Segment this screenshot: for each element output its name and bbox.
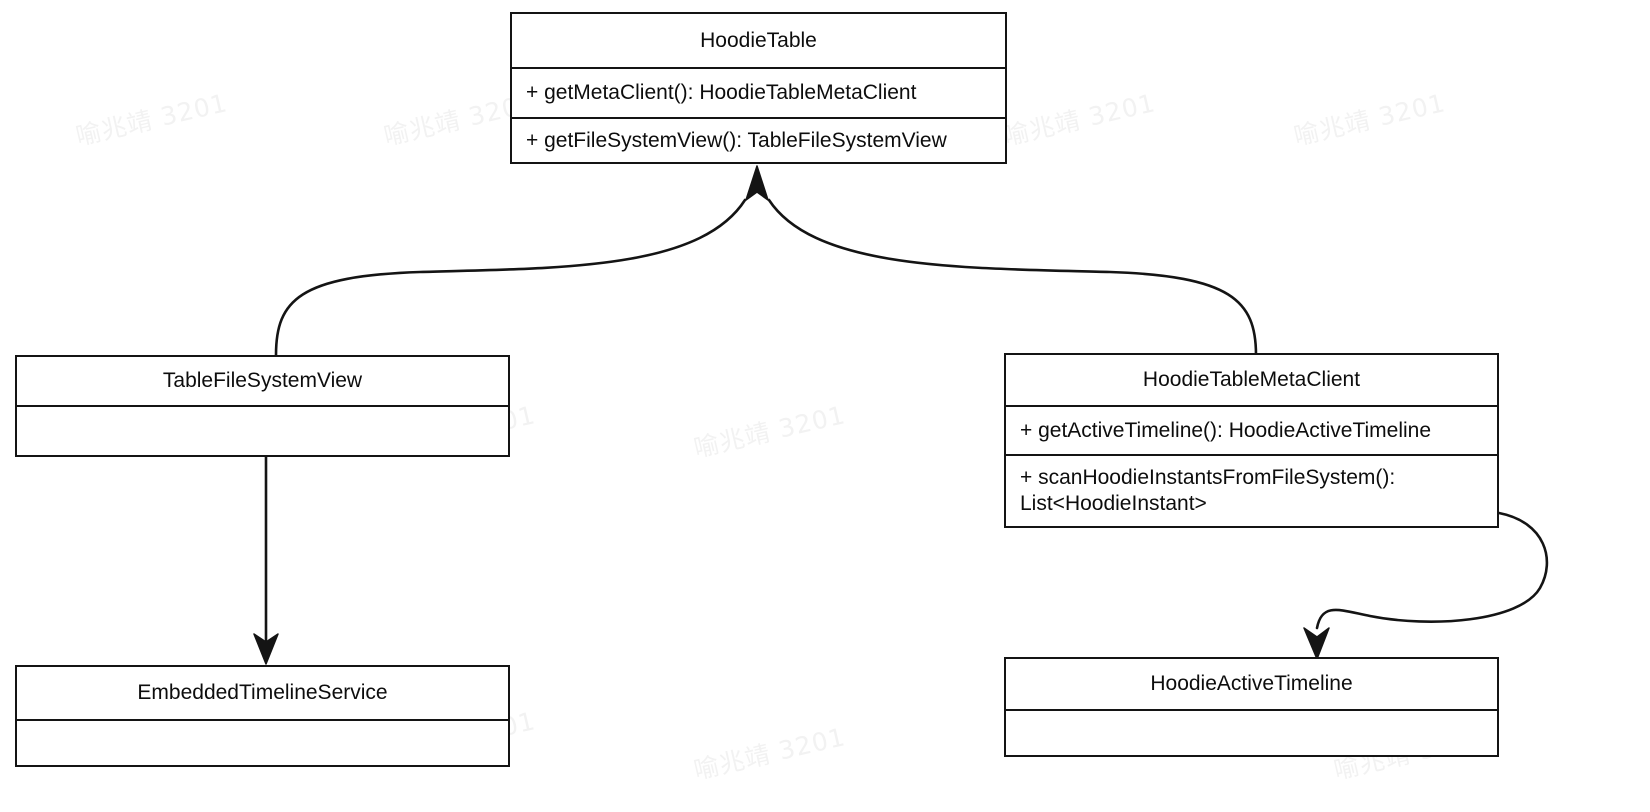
class-name-label: HoodieActiveTimeline <box>1150 672 1353 695</box>
class-name-label: EmbeddedTimelineService <box>137 681 388 704</box>
edge-metaclient-to-activetimeline <box>1315 511 1549 630</box>
class-members-compartment <box>1006 709 1497 755</box>
class-box-hoodie-table[interactable]: HoodieTable + getMetaClient(): HoodieTab… <box>510 12 1007 164</box>
class-members-compartment: + getActiveTimeline(): HoodieActiveTimel… <box>1006 405 1497 526</box>
arrowhead-into-embeddedtimelineservice <box>253 633 279 665</box>
edge-metaclient-to-hoodietable <box>767 198 1258 357</box>
class-members-compartment <box>17 719 508 765</box>
class-member-row: + getActiveTimeline(): HoodieActiveTimel… <box>1020 418 1432 442</box>
class-member-row <box>1006 711 1497 753</box>
class-name-label: TableFileSystemView <box>162 369 363 392</box>
class-member-row <box>17 407 508 453</box>
watermark-text: 喻兆靖 3201 <box>691 400 849 464</box>
watermark-text: 喻兆靖 3201 <box>1001 88 1159 152</box>
watermark-text: 喻兆靖 3201 <box>691 722 849 786</box>
class-name-label: HoodieTable <box>700 28 817 52</box>
class-name-header: HoodieActiveTimeline <box>1006 659 1497 709</box>
class-member-row: + getFileSystemView(): TableFileSystemVi… <box>512 117 1005 162</box>
watermark-text: 喻兆靖 3201 <box>73 88 231 152</box>
class-box-table-file-system-view[interactable]: TableFileSystemView <box>15 355 510 457</box>
edge-tablefilesystemview-to-hoodietable <box>274 198 747 357</box>
class-member-row <box>17 721 508 763</box>
class-member-row: + getMetaClient(): HoodieTableMetaClient <box>526 81 917 105</box>
class-members-compartment <box>17 405 508 455</box>
class-member-row: + scanHoodieInstantsFromFileSystem(): Li… <box>1006 454 1497 526</box>
class-box-embedded-timeline-service[interactable]: EmbeddedTimelineService <box>15 665 510 767</box>
class-name-header: TableFileSystemView <box>17 357 508 405</box>
class-name-label: HoodieTableMetaClient <box>1142 368 1361 391</box>
arrowhead-into-hoodietable <box>745 165 769 201</box>
class-members-compartment: + getMetaClient(): HoodieTableMetaClient… <box>512 67 1005 162</box>
class-name-header: EmbeddedTimelineService <box>17 667 508 719</box>
class-name-header: HoodieTableMetaClient <box>1006 355 1497 405</box>
class-box-hoodie-active-timeline[interactable]: HoodieActiveTimeline <box>1004 657 1499 757</box>
arrowhead-into-hoodieactivetimeline <box>1303 627 1330 660</box>
class-box-hoodie-table-meta-client[interactable]: HoodieTableMetaClient + getActiveTimelin… <box>1004 353 1499 528</box>
watermark-text: 喻兆靖 3201 <box>1291 88 1449 152</box>
class-name-header: HoodieTable <box>512 14 1005 67</box>
